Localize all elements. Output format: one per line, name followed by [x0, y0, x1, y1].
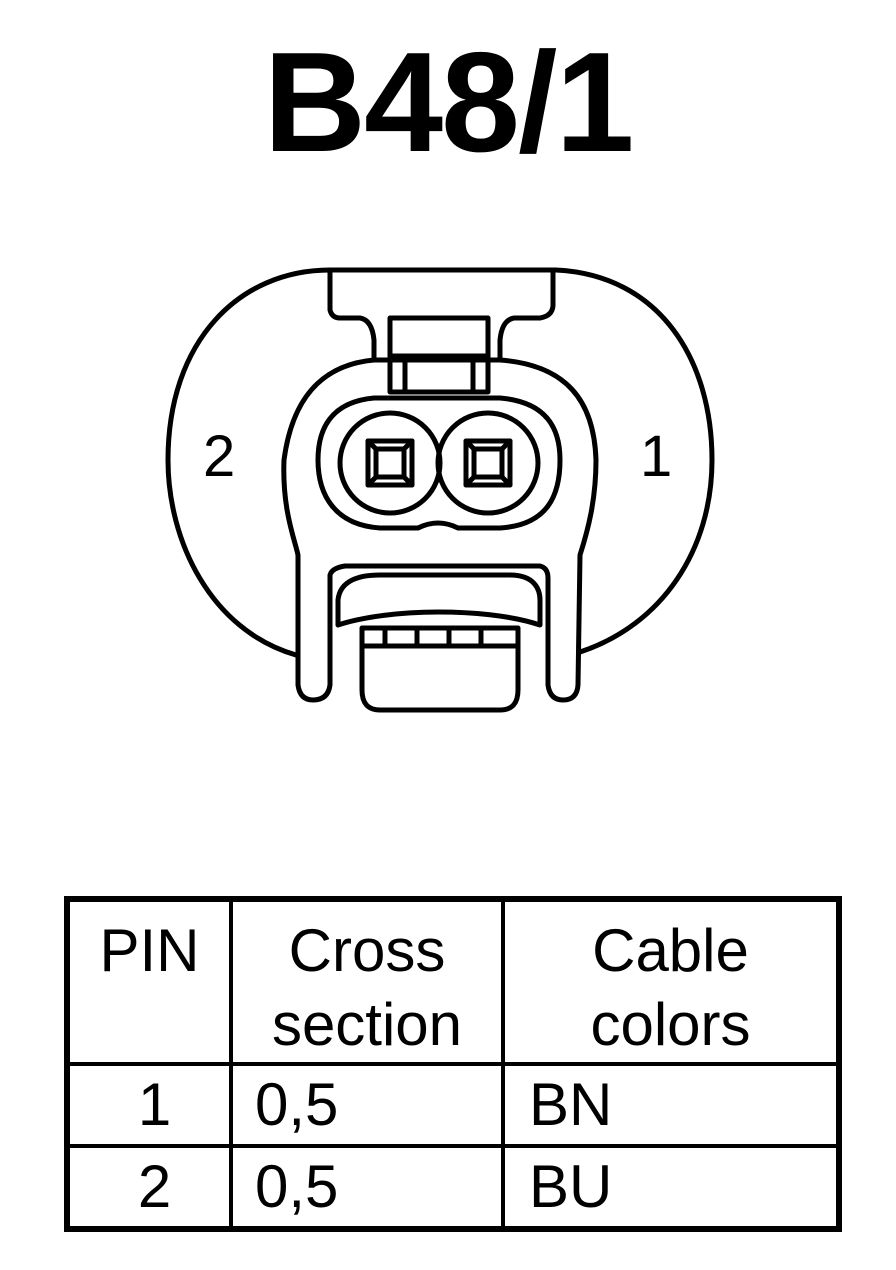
locking-comb — [359, 625, 521, 713]
housing-outline — [165, 267, 715, 658]
header-cross-line2: section — [271, 991, 463, 1058]
header-color-line1: Cable — [592, 917, 749, 984]
table-row: 1 0,5 BN — [65, 1062, 841, 1148]
header-pin: PIN — [65, 897, 233, 1066]
pin-cavity — [315, 395, 563, 531]
pin-2-terminal — [365, 438, 415, 488]
header-cross-section: Cross section — [229, 897, 505, 1066]
cell-cable-color: BN — [501, 1062, 841, 1148]
table-row: 2 0,5 BU — [65, 1144, 841, 1231]
header-color-line2: colors — [590, 991, 751, 1058]
cell-pin: 1 — [65, 1062, 233, 1148]
header-cross-line1: Cross — [288, 917, 446, 984]
component-title: B48/1 — [263, 23, 635, 182]
cell-pin: 2 — [65, 1144, 233, 1231]
lower-latch — [335, 572, 543, 628]
inner-body — [281, 357, 599, 703]
header-cable-colors: Cable colors — [501, 897, 841, 1066]
pin-1-well — [435, 410, 541, 516]
pin-2-well — [337, 410, 443, 516]
pin-2-label: 2 — [203, 424, 235, 489]
pin-1-label: 1 — [640, 424, 672, 489]
cell-cable-color: BU — [501, 1144, 841, 1231]
latch-tab — [327, 267, 556, 363]
pin-1-terminal — [463, 438, 513, 488]
pin-assignment-table: PIN Cross section Cable colors 1 0,5 BN … — [64, 896, 842, 1232]
cell-cross-section: 0,5 — [229, 1062, 505, 1148]
cell-cross-section: 0,5 — [229, 1144, 505, 1231]
table-header-row: PIN Cross section Cable colors — [65, 897, 841, 1066]
connector-diagram: 2 1 — [165, 267, 715, 713]
